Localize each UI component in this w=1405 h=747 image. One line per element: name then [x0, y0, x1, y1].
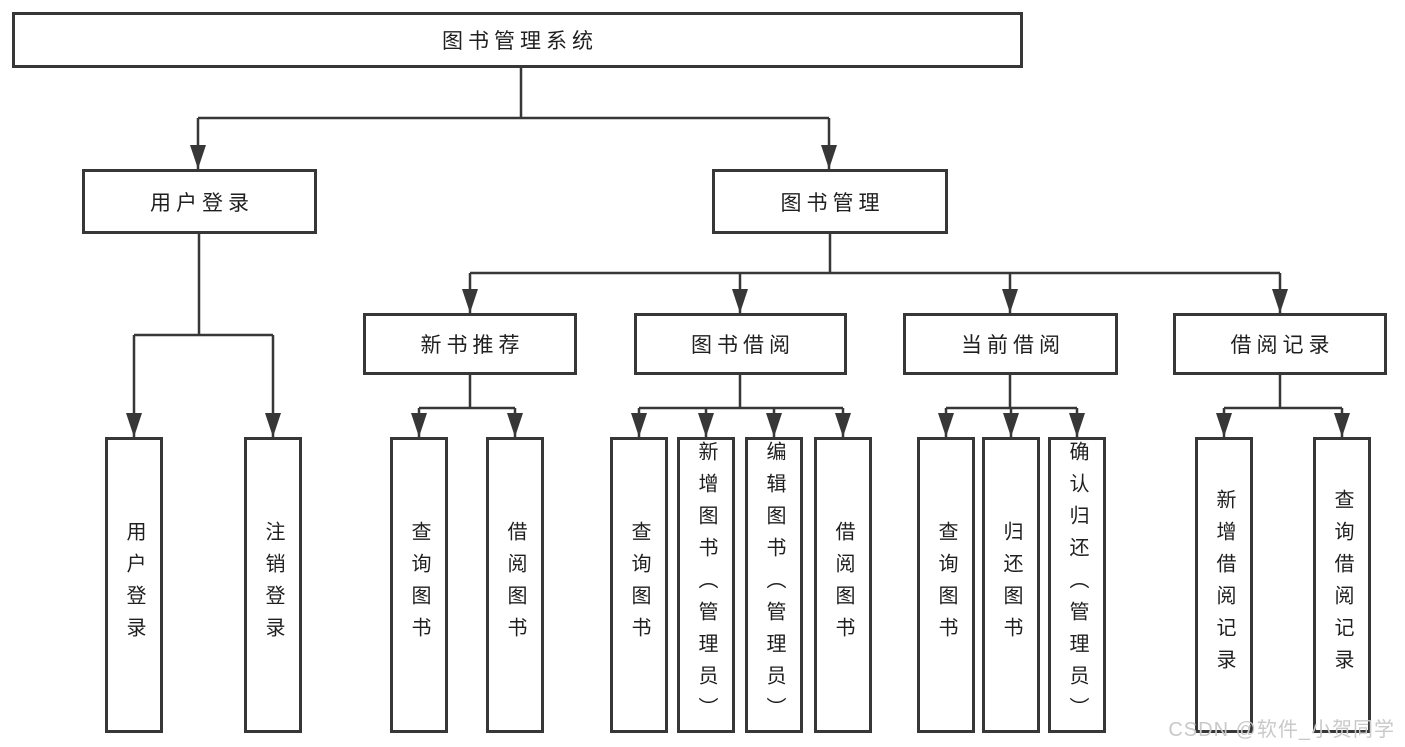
leaf-add-book-admin: 新增图书（管理员） — [677, 437, 735, 733]
leaf-query-borrow-record: 查询借阅记录 — [1313, 437, 1371, 733]
leaf-edit-book-admin-label: 编辑图书（管理员） — [763, 441, 785, 729]
leaf-confirm-return-admin: 确认归还（管理员） — [1048, 437, 1106, 733]
leaf-query-borrow-record-label: 查询借阅记录 — [1331, 489, 1353, 681]
leaf-borrow-books: 借阅图书 — [814, 437, 872, 733]
node-book-management: 图书管理 — [712, 169, 948, 234]
leaf-query-books-recommend: 查询图书 — [390, 437, 448, 733]
leaf-user-login: 用户登录 — [105, 437, 163, 733]
node-new-book-recommend: 新书推荐 — [363, 313, 577, 375]
node-borrow-records: 借阅记录 — [1173, 313, 1387, 375]
leaf-query-books-current-label: 查询图书 — [935, 521, 957, 649]
node-book-borrow: 图书借阅 — [634, 313, 847, 375]
leaf-user-login-label: 用户登录 — [123, 521, 145, 649]
leaf-add-borrow-record: 新增借阅记录 — [1195, 437, 1253, 733]
node-root: 图书管理系统 — [12, 12, 1023, 68]
leaf-query-books-borrow-label: 查询图书 — [628, 521, 650, 649]
leaf-confirm-return-admin-label: 确认归还（管理员） — [1066, 441, 1088, 729]
leaf-logout-label: 注销登录 — [262, 521, 284, 649]
leaf-borrow-books-recommend: 借阅图书 — [486, 437, 544, 733]
node-user-login: 用户登录 — [82, 169, 317, 234]
leaf-query-books-borrow: 查询图书 — [610, 437, 668, 733]
leaf-borrow-books-label: 借阅图书 — [832, 521, 854, 649]
leaf-logout: 注销登录 — [244, 437, 302, 733]
leaf-return-book-label: 归还图书 — [1000, 521, 1022, 649]
leaf-add-borrow-record-label: 新增借阅记录 — [1213, 489, 1235, 681]
leaf-query-books-recommend-label: 查询图书 — [408, 521, 430, 649]
arrow-heads — [126, 145, 1350, 437]
leaf-query-books-current: 查询图书 — [917, 437, 975, 733]
watermark-text: CSDN @软件_小贺同学 — [1168, 719, 1395, 741]
leaf-return-book: 归还图书 — [982, 437, 1040, 733]
node-current-borrow: 当前借阅 — [903, 313, 1118, 375]
leaf-edit-book-admin: 编辑图书（管理员） — [745, 437, 803, 733]
leaf-borrow-books-recommend-label: 借阅图书 — [504, 521, 526, 649]
leaf-add-book-admin-label: 新增图书（管理员） — [695, 441, 717, 729]
tree-edges — [132, 68, 1344, 437]
